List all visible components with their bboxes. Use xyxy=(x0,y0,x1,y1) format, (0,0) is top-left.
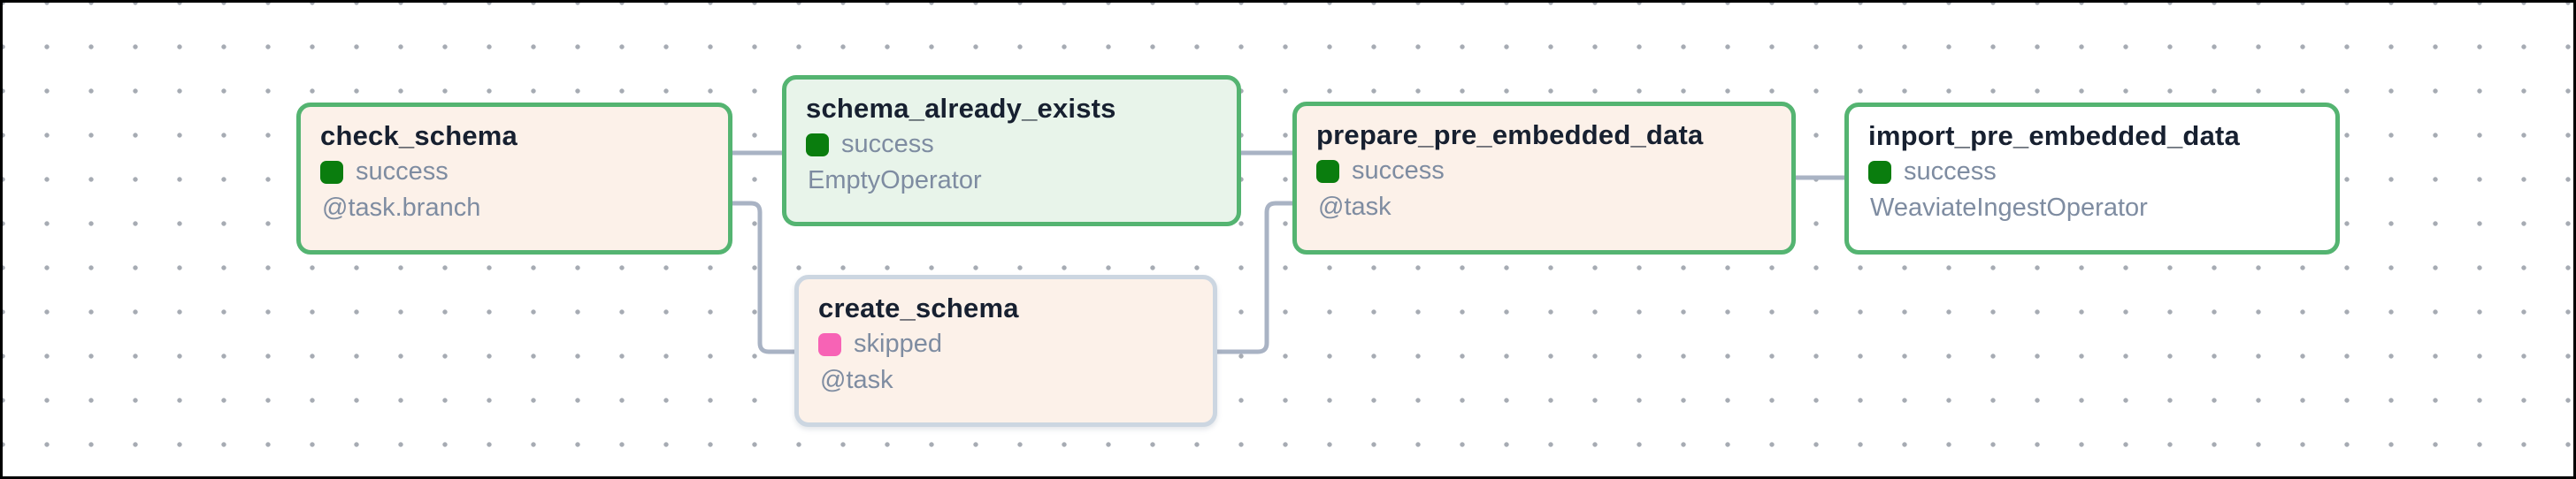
task-status-label: success xyxy=(1352,156,1445,185)
edge-create_schema-to-prepare_pre_embedded_data xyxy=(1210,201,1300,354)
task-status-label: skipped xyxy=(854,330,942,358)
status-success-icon xyxy=(320,160,343,184)
status-success-icon xyxy=(806,133,829,156)
task-status-row: success xyxy=(1316,153,1791,189)
task-operator-label: @task.branch xyxy=(322,194,481,222)
edges-layer xyxy=(727,150,1852,354)
task-node-create_schema[interactable]: create_schema skipped @task xyxy=(794,275,1217,427)
task-operator-label: @task xyxy=(1318,193,1392,221)
status-success-icon xyxy=(1316,159,1339,183)
task-operator-label: @task xyxy=(820,366,893,394)
task-status-label: success xyxy=(356,157,448,186)
task-node-check_schema[interactable]: check_schema success @task.branch xyxy=(296,103,732,255)
task-title: check_schema xyxy=(320,120,518,151)
task-status-row: success xyxy=(806,126,1237,163)
task-status-row: success xyxy=(1868,154,2335,190)
task-node-import_pre_embedded_data[interactable]: import_pre_embedded_data success Weaviat… xyxy=(1844,103,2340,255)
edge-check_schema-to-create_schema xyxy=(727,201,801,354)
task-node-schema_already_exists[interactable]: schema_already_exists success EmptyOpera… xyxy=(782,75,1241,226)
task-status-label: success xyxy=(841,130,934,158)
task-operator-label: WeaviateIngestOperator xyxy=(1870,194,2148,222)
task-node-prepare_pre_embedded_data[interactable]: prepare_pre_embedded_data success @task xyxy=(1292,102,1796,255)
status-success-icon xyxy=(1868,160,1891,184)
task-status-label: success xyxy=(1904,157,1997,186)
task-status-row: success xyxy=(320,154,728,190)
task-status-row: skipped xyxy=(818,326,1213,362)
task-title: schema_already_exists xyxy=(806,93,1116,124)
task-title: prepare_pre_embedded_data xyxy=(1316,119,1704,150)
task-operator-label: EmptyOperator xyxy=(808,166,982,194)
task-title: create_schema xyxy=(818,293,1019,323)
status-skipped-icon xyxy=(818,332,841,356)
task-title: import_pre_embedded_data xyxy=(1868,120,2240,151)
